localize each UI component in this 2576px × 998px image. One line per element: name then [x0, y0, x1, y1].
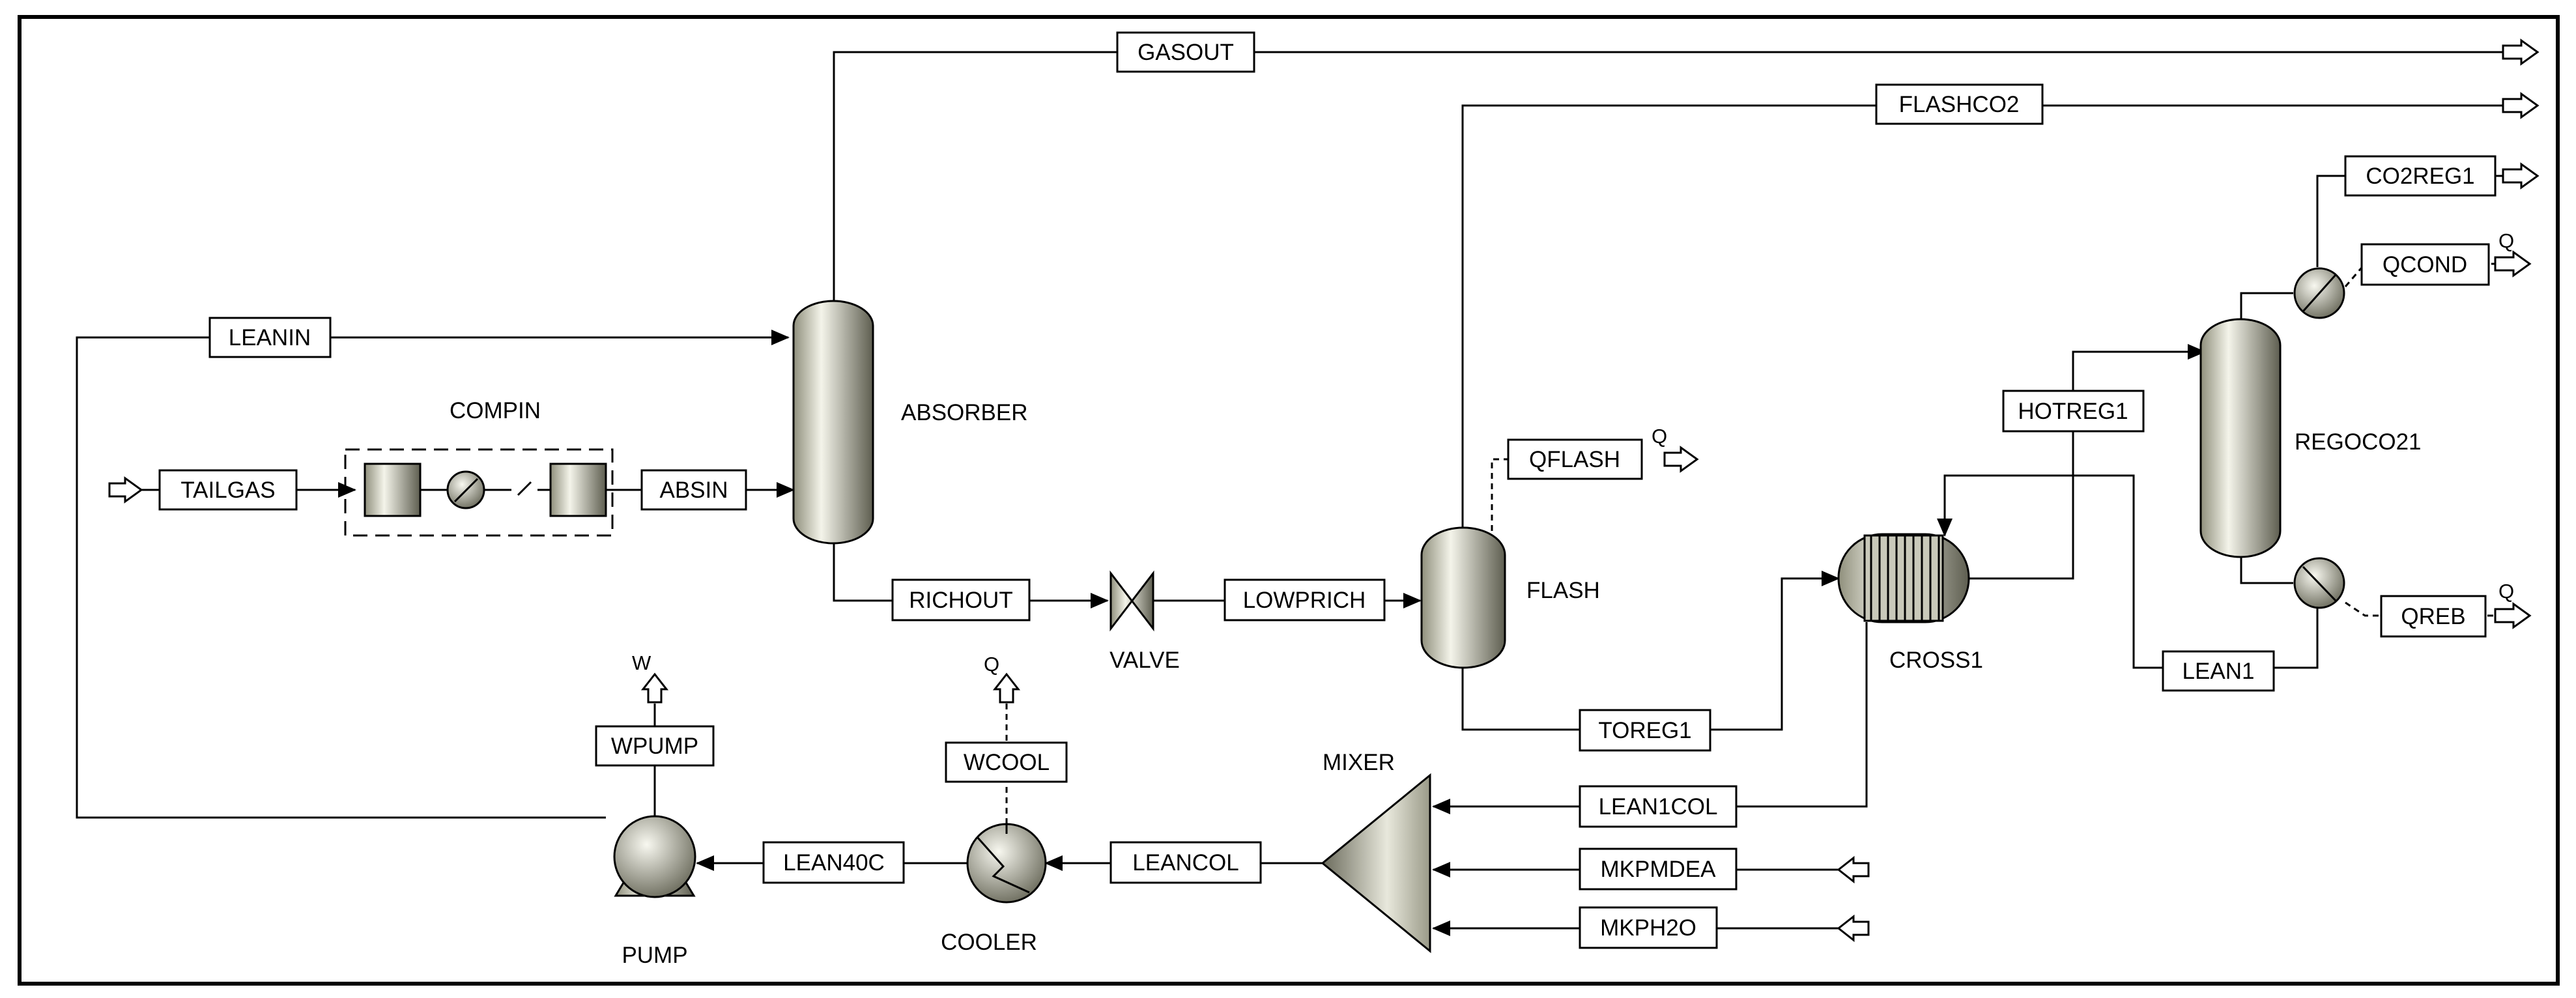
condenser-connector	[2240, 292, 2293, 322]
mixer-cone[interactable]	[1321, 773, 1431, 954]
condenser-coil-icon	[2302, 274, 2337, 312]
stream-label-qflash: QFLASH	[1529, 447, 1620, 472]
label-box-mkph2o[interactable]	[1579, 906, 1718, 949]
label-box-qflash[interactable]	[1507, 438, 1643, 480]
stream-label-absin: ABSIN	[659, 478, 728, 503]
label-box-co2reg1[interactable]	[2344, 155, 2497, 197]
stream-gasout-line[interactable]	[833, 51, 2503, 306]
wcool-outlet-arrow	[992, 672, 1021, 704]
stream-label-toreg1: TOREG1	[1598, 718, 1691, 743]
block-label-flash: FLASH	[1526, 578, 1600, 603]
absorber-column[interactable]	[792, 300, 874, 545]
block-label-pump: PUMP	[622, 943, 687, 968]
utility-label-q-flash: Q	[1652, 425, 1667, 448]
flashco2-outlet-arrow	[2502, 92, 2540, 119]
stream-label-co2reg1: CO2REG1	[2366, 164, 2474, 189]
utility-label-q-cool: Q	[984, 653, 999, 676]
flash-drum[interactable]	[1420, 526, 1506, 669]
stream-label-lean40c: LEAN40C	[783, 850, 885, 876]
label-box-toreg1[interactable]	[1579, 709, 1711, 752]
label-box-qreb[interactable]	[2380, 595, 2487, 638]
cross1-exchanger[interactable]	[1837, 533, 1970, 623]
mkph2o-inlet-arrow	[1837, 914, 1870, 943]
label-box-hotreg1[interactable]	[2002, 390, 2145, 433]
block-label-regoco21: REGOCO21	[2295, 429, 2422, 455]
stream-label-lean1: LEAN1	[2182, 659, 2255, 684]
qcond-outlet-arrow	[2494, 250, 2532, 278]
block-label-compin: COMPIN	[450, 398, 541, 423]
stream-label-flashco2: FLASHCO2	[1899, 92, 2020, 117]
label-box-leanin[interactable]	[208, 317, 332, 358]
stream-label-wcool: WCOOL	[964, 750, 1050, 775]
qreb-outlet-arrow	[2494, 602, 2532, 629]
reboiler-connector	[2240, 550, 2293, 584]
valve[interactable]	[1109, 570, 1154, 632]
label-box-lowprich[interactable]	[1224, 578, 1386, 621]
block-label-cross1: CROSS1	[1889, 648, 1983, 673]
stream-toreg1-line[interactable]	[1461, 571, 1840, 731]
label-box-qcond[interactable]	[2360, 243, 2490, 286]
label-box-lean1col[interactable]	[1579, 785, 1738, 828]
label-box-flashco2[interactable]	[1875, 83, 2044, 125]
stream-label-leancol: LEANCOL	[1132, 850, 1238, 876]
label-box-absin[interactable]	[640, 469, 747, 511]
stream-label-qreb: QREB	[2401, 604, 2465, 629]
cooler-exchanger[interactable]	[966, 823, 1047, 904]
gasout-outlet-arrow	[2502, 38, 2540, 66]
stream-label-mkpmdea: MKPMDEA	[1601, 857, 1717, 882]
pump[interactable]	[613, 815, 696, 898]
label-box-lean1[interactable]	[2162, 650, 2275, 692]
label-box-leancol[interactable]	[1109, 841, 1262, 884]
stream-qreb-line	[2345, 601, 2495, 617]
regoco21-column[interactable]	[2199, 318, 2282, 558]
stream-label-gasout: GASOUT	[1138, 40, 1234, 65]
stream-label-hotreg1: HOTREG1	[2018, 399, 2128, 424]
stream-label-lean1col: LEAN1COL	[1599, 794, 1718, 820]
stream-flashco2-line[interactable]	[1461, 104, 2503, 534]
utility-label-q-cond: Q	[2498, 229, 2514, 252]
label-box-tailgas[interactable]	[158, 469, 298, 511]
stream-label-richout: RICHOUT	[909, 588, 1012, 613]
label-box-wpump[interactable]	[595, 725, 715, 767]
stream-label-tailgas: TAILGAS	[180, 478, 275, 503]
stream-label-leanin: LEANIN	[229, 325, 311, 350]
block-label-valve: VALVE	[1109, 648, 1180, 673]
stream-lean1col-line[interactable]	[1432, 622, 1868, 814]
label-box-wcool[interactable]	[945, 741, 1068, 783]
stream-qflash-line	[1491, 458, 1629, 531]
reboiler-coil-icon	[2302, 565, 2337, 602]
utility-label-q-reb: Q	[2498, 580, 2514, 603]
stream-label-qcond: QCOND	[2383, 252, 2467, 278]
label-box-gasout[interactable]	[1116, 31, 1255, 73]
diagram-frame	[18, 15, 2560, 986]
qflash-outlet-arrow	[1663, 446, 1699, 473]
cooler-coil-icon	[976, 824, 1030, 894]
co2reg1-outlet-arrow	[2502, 162, 2540, 190]
compin-block[interactable]	[344, 448, 614, 537]
label-box-lean40c[interactable]	[762, 841, 905, 884]
tailgas-inlet-arrow	[108, 476, 143, 504]
wpump-outlet-arrow	[640, 672, 669, 704]
stream-label-wpump: WPUMP	[611, 734, 698, 759]
mkpmdea-inlet-arrow	[1837, 855, 1870, 884]
stream-lean1-line[interactable]	[1937, 474, 2319, 669]
block-label-mixer: MIXER	[1323, 750, 1395, 775]
block-label-absorber: ABSORBER	[901, 400, 1028, 425]
utility-label-w-pump: W	[632, 651, 651, 674]
stream-leanin-line[interactable]	[76, 330, 790, 819]
block-label-cooler: COOLER	[941, 930, 1037, 955]
label-box-richout[interactable]	[891, 578, 1031, 621]
stream-label-mkph2o: MKPH2O	[1600, 915, 1696, 941]
stream-label-lowprich: LOWPRICH	[1243, 588, 1366, 613]
stream-hotreg1-line[interactable]	[1968, 344, 2206, 580]
label-box-mkpmdea[interactable]	[1579, 848, 1738, 891]
